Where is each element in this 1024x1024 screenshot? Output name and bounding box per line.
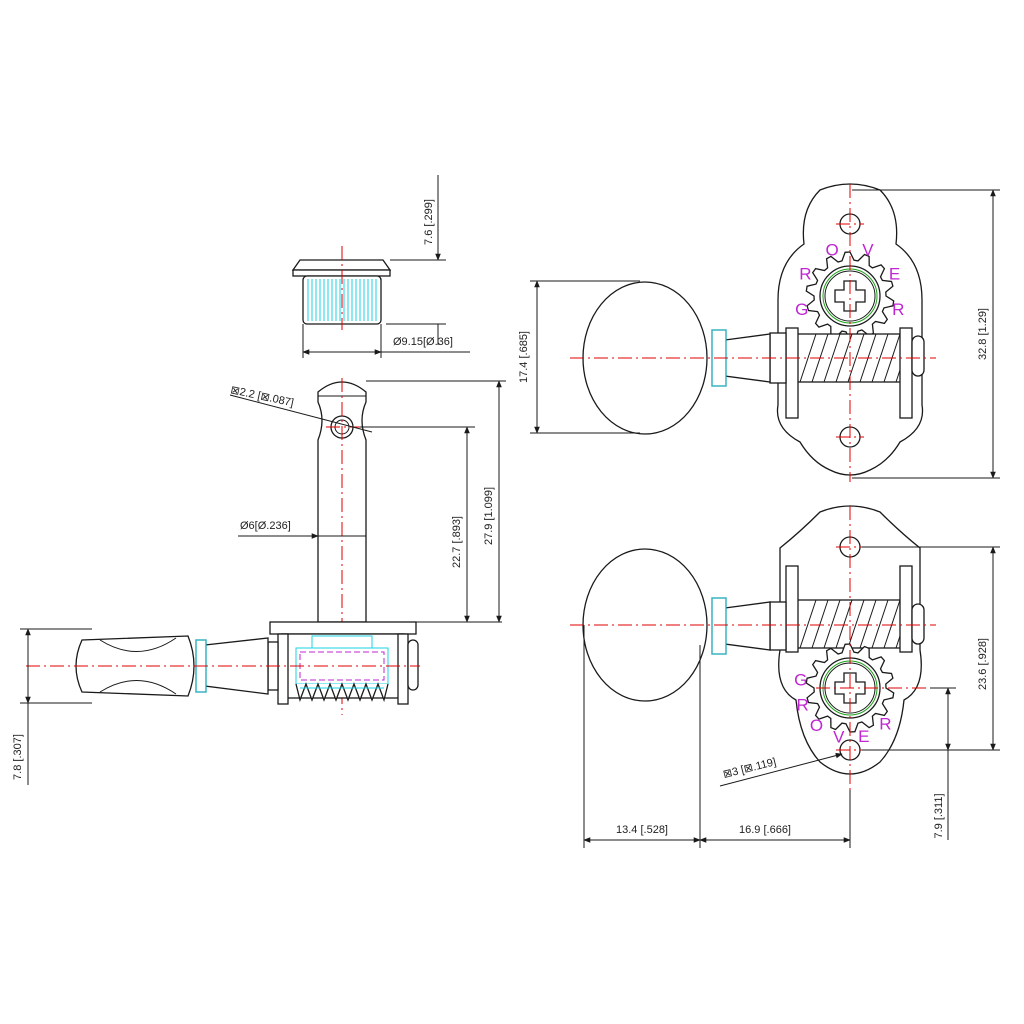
brand-letter: E [889, 264, 900, 283]
worm-thread [871, 333, 889, 383]
dim-gear-to-hole: 23.6 [.928] [977, 638, 989, 690]
dim-shaft-length: 16.9 [.666] [739, 824, 791, 836]
worm-thread [835, 599, 853, 649]
brand-letter: O [825, 240, 838, 259]
dim-plate-height: 32.8 [1.29] [977, 308, 989, 360]
worm-thread [823, 599, 841, 649]
worm-thread [883, 599, 901, 649]
dim-string-hole: ⊠2.2 [⊠.087] [229, 384, 294, 409]
worm-thread [859, 599, 877, 649]
dim-bushing-height: 7.6 [.299] [423, 199, 435, 245]
dim-mount-hole: ⊠3 [⊠.119] [722, 756, 778, 781]
dim-button-length: 13.4 [.528] [616, 824, 668, 836]
dim-hole-offset: 7.9 [.311] [933, 793, 945, 838]
dim-post-hole-height: 22.7 [.893] [451, 516, 463, 568]
dim-bushing-diameter: Ø9.15[Ø.36] [393, 336, 453, 348]
brand-letter: E [858, 727, 869, 746]
worm-thread [799, 333, 817, 383]
brand-letter: V [862, 240, 874, 259]
dim-button-thickness: 7.8 [.307] [12, 734, 24, 780]
brand-letter: G [795, 300, 808, 319]
brand-letter: G [794, 670, 807, 689]
worm-thread [811, 599, 829, 649]
brand-letter: R [879, 714, 891, 733]
bushing-view: 7.6 [.299] Ø9.15[Ø.36] [291, 175, 470, 358]
side-view: ⊠2.2 [⊠.087] Ø6[Ø.236] 22.7 [.893] 27.9 … [12, 378, 506, 785]
brand-letter: O [810, 716, 823, 735]
dim-post-total-height: 27.9 [1.099] [483, 487, 495, 545]
brand-letter: R [799, 264, 811, 283]
dim-button-height: 17.4 [.685] [518, 331, 530, 383]
worm-thread [823, 333, 841, 383]
dim-post-diameter: Ø6[Ø.236] [240, 520, 291, 532]
worm-thread [847, 333, 865, 383]
brand-letter: R [797, 695, 809, 714]
brand-letter: R [892, 300, 904, 319]
brand-letter: V [833, 728, 845, 747]
worm-thread [871, 599, 889, 649]
worm-thread [799, 599, 817, 649]
